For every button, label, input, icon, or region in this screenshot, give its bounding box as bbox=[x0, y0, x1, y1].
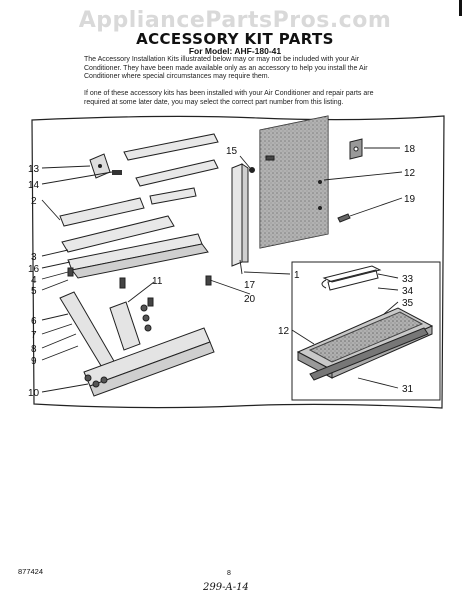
callout-34: 34 bbox=[402, 286, 414, 297]
callout-5: 5 bbox=[31, 286, 37, 297]
callout-7: 7 bbox=[31, 330, 37, 341]
callout-3: 3 bbox=[31, 252, 37, 263]
callout-14: 14 bbox=[28, 180, 40, 191]
callout-12-bottom: 12 bbox=[278, 326, 290, 337]
callout-18: 18 bbox=[404, 144, 416, 155]
callout-20: 20 bbox=[244, 294, 256, 305]
screw-part-19 bbox=[337, 213, 351, 223]
callout-33: 33 bbox=[402, 274, 414, 285]
small-plate-part bbox=[349, 138, 363, 160]
bracket-part bbox=[89, 153, 122, 179]
diagram-frame bbox=[31, 115, 445, 409]
callout-1: 1 bbox=[294, 270, 300, 281]
callout-35: 35 bbox=[402, 298, 414, 309]
callout-16: 16 bbox=[28, 264, 40, 275]
callout-9: 9 bbox=[31, 356, 37, 367]
callout-11: 11 bbox=[152, 276, 163, 287]
page-title: ACCESSORY KIT PARTS bbox=[136, 30, 334, 48]
callout-6: 6 bbox=[31, 316, 37, 327]
callout-12-top: 12 bbox=[404, 168, 416, 179]
page-edge-mark bbox=[459, 0, 462, 16]
callout-19: 19 bbox=[404, 194, 416, 205]
hardware-stack bbox=[84, 304, 152, 388]
callout-17: 17 bbox=[244, 280, 256, 291]
textured-panel-part bbox=[259, 115, 329, 249]
intro-paragraph: The Accessory Installation Kits illustra… bbox=[84, 56, 368, 81]
assembly-inset-box bbox=[291, 261, 441, 401]
callout-2: 2 bbox=[31, 196, 37, 207]
callout-10: 10 bbox=[28, 388, 40, 399]
rail-parts bbox=[59, 133, 219, 279]
callout-31: 31 bbox=[402, 384, 414, 395]
exploded-parts-diagram: 13 14 2 3 16 4 5 6 7 8 9 10 11 15 17 20 … bbox=[28, 115, 445, 409]
tray-assembly-part bbox=[296, 265, 434, 381]
model-subtitle: For Model: AHF-180-41 bbox=[188, 46, 282, 56]
vertical-channel-part bbox=[231, 163, 255, 267]
watermark: AppliancePartsPros.com bbox=[78, 8, 392, 33]
callout-13: 13 bbox=[28, 164, 40, 175]
handwritten-note: 299-A-14 bbox=[203, 582, 249, 593]
note-paragraph: If one of these accessory kits has been … bbox=[84, 90, 374, 106]
page-number: 8 bbox=[227, 570, 231, 577]
support-arm-parts bbox=[59, 291, 215, 397]
document-code: 877424 bbox=[18, 567, 44, 576]
callout-15: 15 bbox=[226, 146, 238, 157]
callout-8: 8 bbox=[31, 344, 37, 355]
leader-lines bbox=[41, 147, 403, 393]
callout-4: 4 bbox=[31, 275, 37, 286]
